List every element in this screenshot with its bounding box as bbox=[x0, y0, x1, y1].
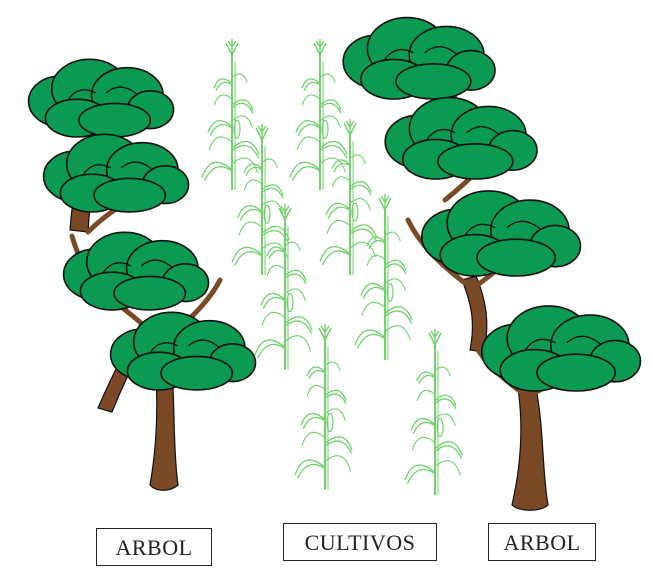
corn-plant-icon bbox=[202, 39, 259, 190]
corn-plant-icon bbox=[290, 39, 347, 190]
corn-plant-icon bbox=[355, 194, 412, 360]
corn-plant-icon bbox=[255, 204, 312, 370]
left-tree-icon bbox=[29, 59, 256, 490]
corn-plant-icon bbox=[295, 324, 352, 490]
crops-label: CULTIVOS bbox=[283, 523, 437, 561]
right-tree-label: ARBOL bbox=[488, 523, 596, 561]
left-tree-label: ARBOL bbox=[96, 528, 212, 566]
corn-plant-icon bbox=[405, 329, 462, 495]
trees-layer bbox=[29, 18, 641, 511]
